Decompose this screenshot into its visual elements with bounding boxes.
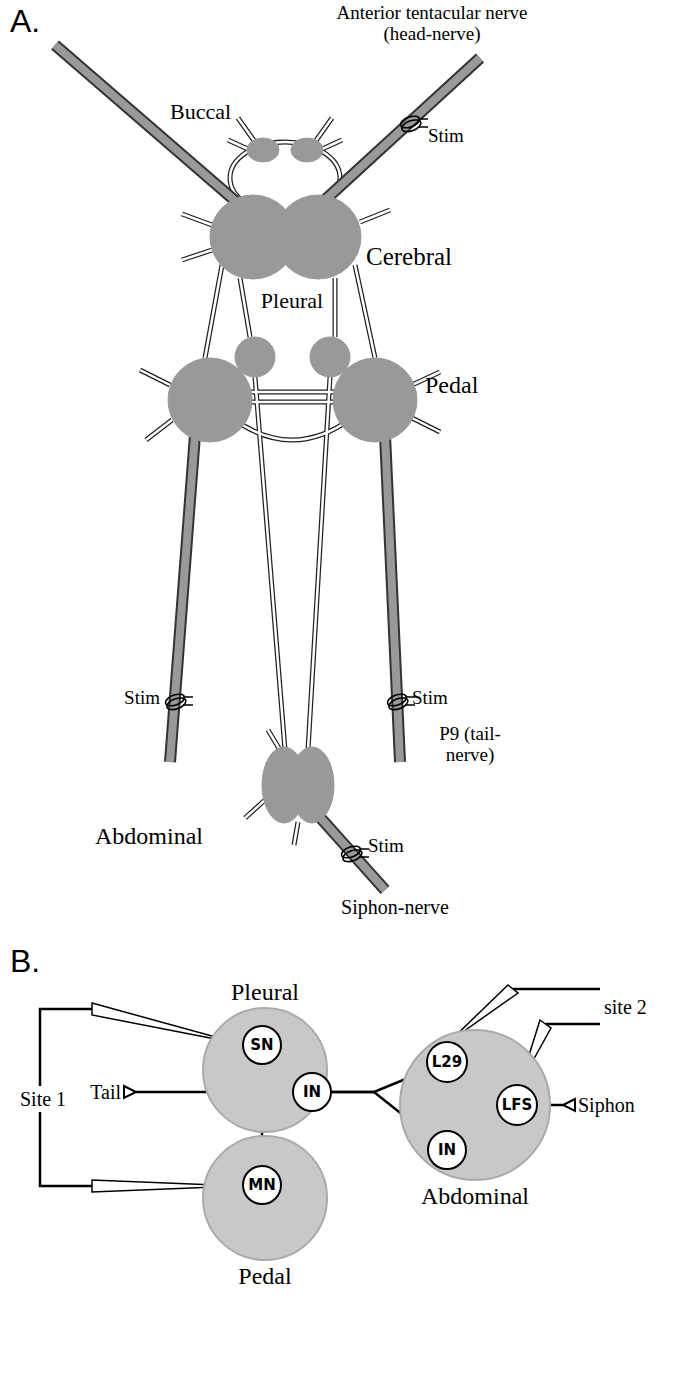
g-shape (55, 45, 480, 890)
ganglion-name: Abdominal (421, 1183, 529, 1209)
g-shape (92, 985, 551, 1192)
path-shape (513, 988, 600, 991)
ellipse-shape (247, 138, 279, 162)
ganglion-region: PedalMN (202, 1135, 328, 1261)
panel-label: A. (10, 4, 40, 39)
use-shape (399, 114, 428, 134)
use-shape (340, 844, 369, 864)
panel-label: Pleural (261, 289, 323, 313)
panel-label: Stim (428, 126, 464, 147)
panel-label: P9 (tail-nerve) (415, 724, 525, 766)
panel-label: Stim (412, 688, 448, 709)
neuron-name: IN (303, 1083, 321, 1101)
panel-label: Stim (368, 836, 404, 857)
panel-label: Cerebral (366, 243, 452, 271)
panel-label: Anterior tentacular nerve (head-nerve) (322, 3, 542, 45)
path-shape (228, 118, 342, 150)
g-shape (168, 138, 417, 823)
panel-label: Site 1 (18, 1086, 68, 1112)
panel-label: site 2 (604, 996, 647, 1018)
polygon-shape (563, 1099, 575, 1111)
neuron-circle: L29 (426, 1041, 468, 1083)
polygon-shape (124, 1086, 136, 1098)
use-shape (164, 692, 193, 712)
panel-label: Abdominal (95, 823, 203, 849)
path-shape (546, 1023, 600, 1026)
panel-label: B. (10, 944, 40, 979)
neuron-name: LFS (502, 1096, 533, 1114)
ellipse-shape (275, 195, 361, 279)
ellipse-shape (290, 747, 334, 823)
use-shape (386, 692, 415, 712)
ganglion-name: Pedal (238, 1263, 291, 1289)
ellipse-shape (291, 138, 323, 162)
panel-label: Siphon-nerve (341, 896, 449, 918)
panel-label: Stim (124, 688, 160, 709)
path-shape (205, 265, 375, 358)
neuron-name: IN (438, 1141, 456, 1159)
neuron-circle: IN (292, 1072, 332, 1112)
ganglion-name: Pleural (231, 979, 299, 1005)
neuron-circle: MN (242, 1165, 282, 1205)
circle-shape (333, 358, 417, 442)
g-shape (40, 989, 600, 1186)
panel-label: Siphon (578, 1094, 635, 1116)
circle-shape (168, 358, 252, 442)
neuron-name: L29 (432, 1053, 462, 1071)
ganglion-region: AbdominalL29LFSIN (399, 1029, 551, 1181)
ganglion-region: PleuralSNIN (202, 1007, 328, 1133)
neuron-name: SN (250, 1036, 273, 1054)
neuron-circle: IN (427, 1130, 467, 1170)
neuron-circle: LFS (496, 1084, 539, 1127)
panel-label: Pedal (425, 372, 478, 398)
g-shape (55, 45, 480, 890)
panel-label: Buccal (170, 100, 231, 124)
panel-label: Tail (90, 1081, 121, 1103)
neuron-name: MN (248, 1176, 275, 1194)
use-shape (55, 45, 480, 890)
path-shape (240, 278, 335, 337)
neuron-circle: SN (242, 1025, 282, 1065)
